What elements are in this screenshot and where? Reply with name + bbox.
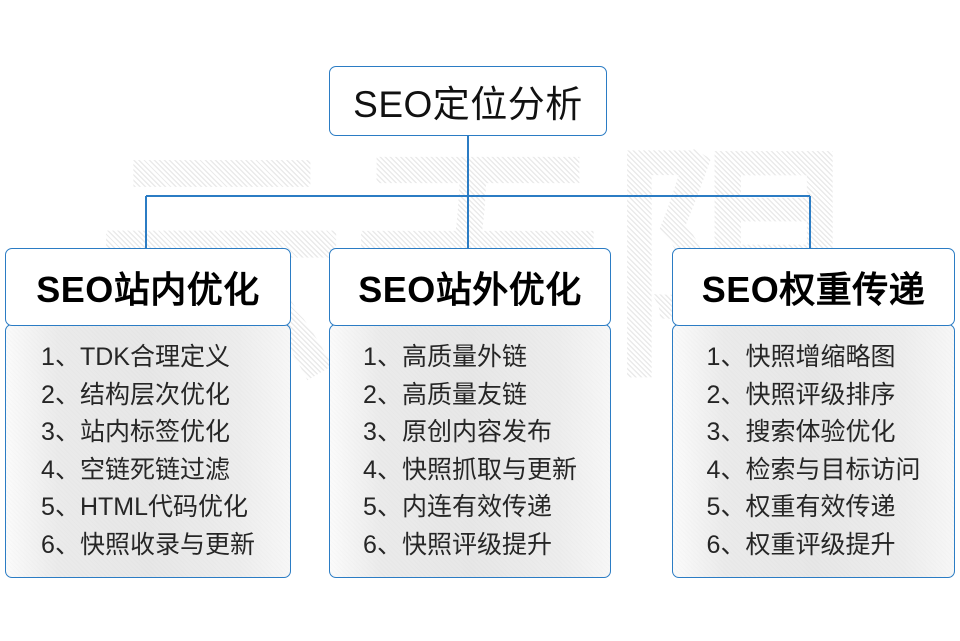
list-item: 3、原创内容发布 [363,418,552,447]
list-item: 2、快照评级排序 [706,380,896,409]
branch-header-1[interactable]: SEO站内优化 [5,248,291,326]
list-item: 1、TDK合理定义 [41,343,230,372]
branch-list-1: 1、TDK合理定义 2、结构层次优化 3、站内标签优化 4、空链死链过滤 5、H… [41,339,255,564]
root-node-label: SEO定位分析 [353,84,583,125]
list-item: 5、权重有效传递 [706,493,896,522]
branch-list-2: 1、高质量外链 2、高质量友链 3、原创内容发布 4、快照抓取与更新 5、内连有… [363,339,577,564]
branch-header-label-3: SEO权重传递 [701,269,926,310]
branch-header-label-1: SEO站内优化 [36,269,260,310]
list-item: 1、高质量外链 [363,343,527,372]
branch-column-1: SEO站内优化 1、TDK合理定义 2、结构层次优化 3、站内标签优化 4、空链… [5,248,291,579]
list-item: 4、检索与目标访问 [706,455,921,484]
branch-header-2[interactable]: SEO站外优化 [329,248,611,326]
list-item: 6、快照评级提升 [363,530,552,559]
list-item: 6、权重评级提升 [706,530,896,559]
list-item: 2、结构层次优化 [41,380,230,409]
branch-column-3: SEO权重传递 1、快照增缩略图 2、快照评级排序 3、搜索体验优化 4、检索与… [672,248,955,579]
branch-list-3: 1、快照增缩略图 2、快照评级排序 3、搜索体验优化 4、检索与目标访问 5、权… [707,339,921,564]
list-item: 3、站内标签优化 [41,418,230,447]
branch-body-1: 1、TDK合理定义 2、结构层次优化 3、站内标签优化 4、空链死链过滤 5、H… [5,324,291,579]
branch-column-2: SEO站外优化 1、高质量外链 2、高质量友链 3、原创内容发布 4、快照抓取与… [329,248,611,579]
list-item: 1、快照增缩略图 [706,343,896,372]
list-item: 5、内连有效传递 [363,493,552,522]
list-item: 6、快照收录与更新 [41,530,255,559]
branch-header-label-2: SEO站外优化 [358,269,582,310]
branch-body-2: 1、高质量外链 2、高质量友链 3、原创内容发布 4、快照抓取与更新 5、内连有… [329,324,611,579]
list-item: 3、搜索体验优化 [706,418,896,447]
root-node[interactable]: SEO定位分析 [329,66,607,136]
branch-body-3: 1、快照增缩略图 2、快照评级排序 3、搜索体验优化 4、检索与目标访问 5、权… [672,324,955,579]
branch-header-3[interactable]: SEO权重传递 [672,248,955,326]
list-item: 2、高质量友链 [363,380,527,409]
list-item: 5、HTML代码优化 [41,493,249,522]
list-item: 4、快照抓取与更新 [363,455,577,484]
list-item: 4、空链死链过滤 [41,455,230,484]
